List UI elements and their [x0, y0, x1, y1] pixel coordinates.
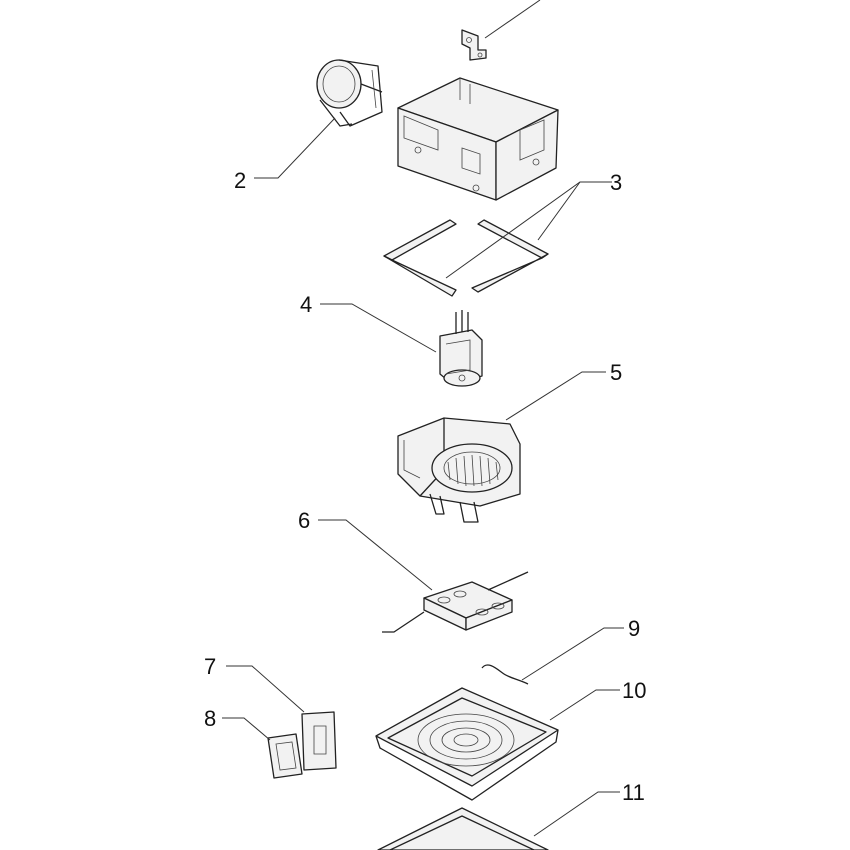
part-wire-harness [481, 664, 529, 685]
leader-11 [533, 791, 620, 837]
callout-7: 7 [204, 654, 216, 679]
leader-10 [549, 689, 620, 721]
callout-2: 2 [234, 168, 246, 193]
callout-11: 11 [622, 780, 645, 805]
part-duct-connector [316, 59, 383, 127]
part-housing [397, 77, 559, 201]
part-grille [375, 687, 559, 801]
part-gasket-strips [383, 219, 549, 297]
part-motor [439, 310, 483, 387]
leader-7 [226, 665, 305, 713]
callout-4: 4 [300, 292, 312, 317]
leader-5 [505, 371, 606, 421]
part-blower-assembly [397, 417, 521, 523]
leader-2 [254, 117, 336, 179]
part-cover [377, 807, 549, 850]
leader-6 [318, 519, 433, 591]
callout-10: 10 [622, 678, 646, 703]
callout-9: 9 [628, 616, 640, 641]
callout-5: 5 [610, 360, 622, 385]
part-wiring-box [382, 571, 529, 633]
leader-1 [484, 0, 541, 39]
part-switch [267, 733, 303, 779]
callout-3: 3 [610, 170, 622, 195]
leader-4 [320, 303, 437, 353]
leader-3b [537, 181, 581, 241]
part-bracket [461, 29, 487, 61]
part-wall-plate [301, 711, 337, 771]
leader-8 [222, 717, 271, 741]
callout-6: 6 [298, 508, 310, 533]
callout-8: 8 [204, 706, 216, 731]
leader-9 [521, 627, 624, 681]
